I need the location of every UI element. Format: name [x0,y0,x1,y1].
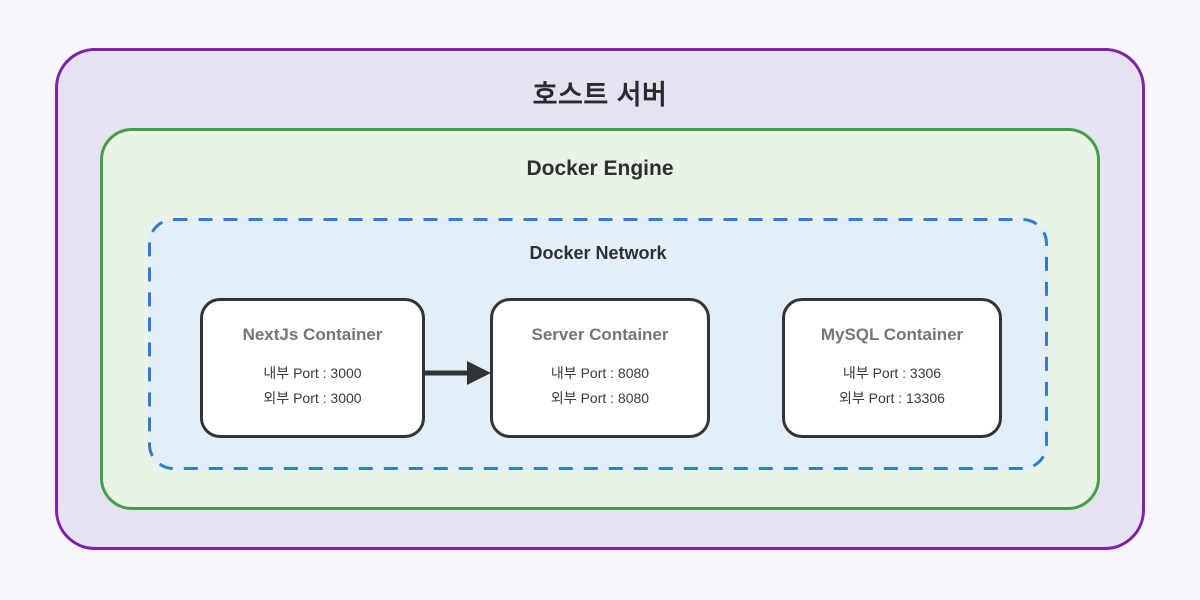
external-port-label: 외부 Port : 3000 [263,390,362,406]
container-node-nextjs: NextJs Container 내부 Port : 3000 외부 Port … [200,298,425,438]
arrow-nextjs-to-server-icon [425,361,491,385]
docker-engine-box: Docker Engine Docker Network NextJs Cont… [100,128,1100,510]
container-ports: 내부 Port : 3000 외부 Port : 3000 [263,361,361,411]
docker-network-title: Docker Network [529,243,667,263]
container-title: MySQL Container [820,325,964,344]
external-port-label: 외부 Port : 13306 [839,390,945,406]
dashed-border-icon [148,218,1048,470]
container-title: NextJs Container [242,325,383,344]
host-server-title: 호스트 서버 [532,80,668,110]
host-server-box: 호스트 서버 Docker Engine Docker Network Next… [55,48,1145,550]
container-node-server: Server Container 내부 Port : 8080 외부 Port … [490,298,710,438]
docker-engine-title: Docker Engine [526,157,674,180]
container-ports: 내부 Port : 8080 외부 Port : 8080 [551,361,649,411]
external-port-label: 외부 Port : 8080 [550,390,650,406]
internal-port-label: 내부 Port : 8080 [550,365,650,381]
internal-port-label: 내부 Port : 3000 [263,365,362,381]
container-title: Server Container [531,325,669,344]
container-node-mysql: MySQL Container 내부 Port : 3306 외부 Port :… [782,298,1002,438]
internal-port-label: 내부 Port : 3306 [842,365,942,381]
container-ports: 내부 Port : 3306 외부 Port : 13306 [839,361,945,411]
docker-network-box: Docker Network NextJs Container 내부 Port … [148,218,1048,470]
